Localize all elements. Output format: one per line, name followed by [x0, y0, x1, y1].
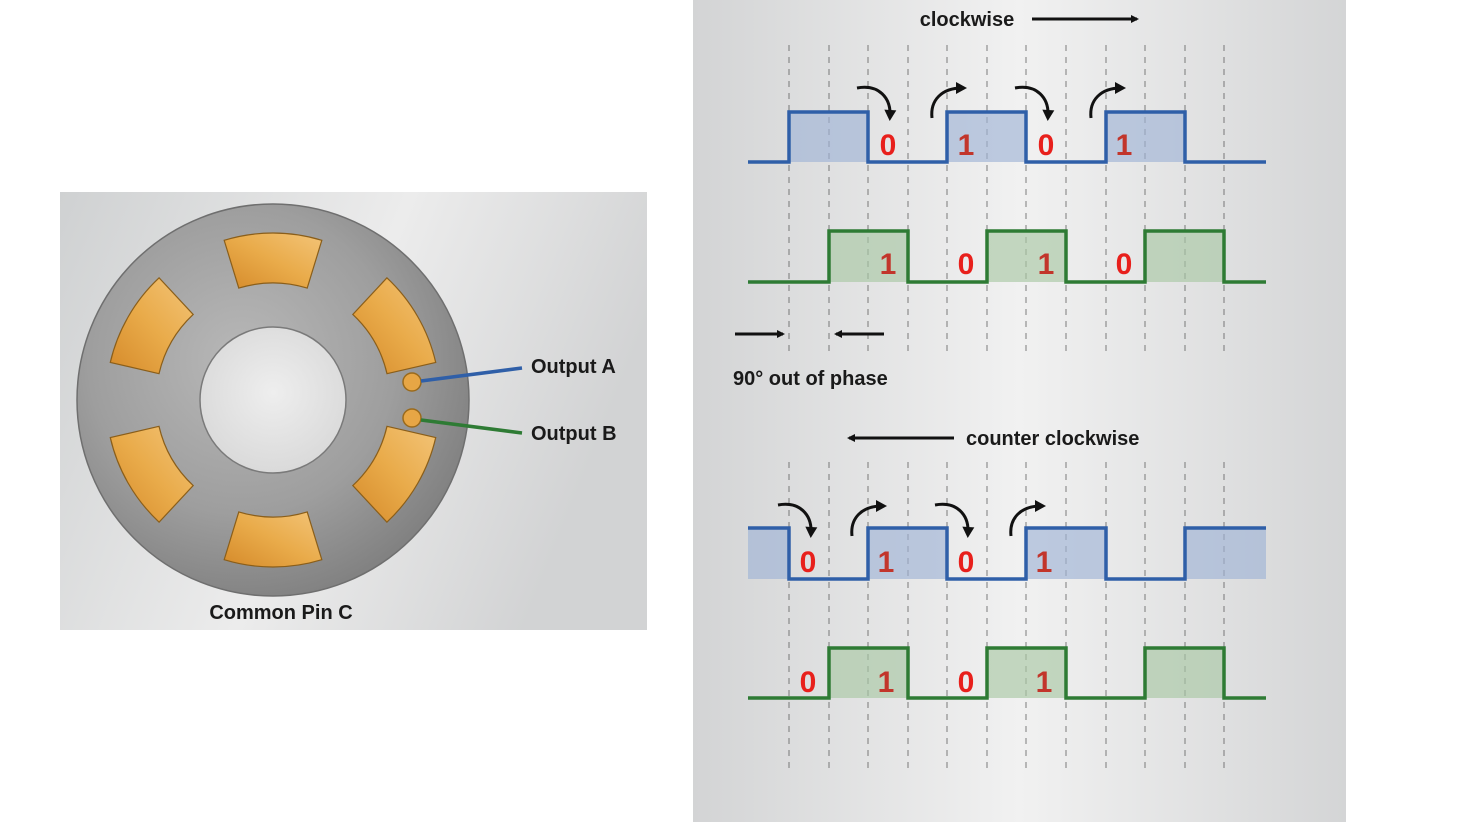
phase-label: 90° out of phase — [733, 368, 888, 390]
bit-label: 1 — [878, 666, 895, 699]
bit-label: 0 — [958, 666, 975, 699]
bit-label: 0 — [1116, 248, 1133, 281]
output-b-label: Output B — [531, 423, 617, 445]
bit-label: 1 — [1038, 248, 1055, 281]
contact-pad — [109, 425, 195, 523]
bit-label: 1 — [878, 546, 895, 579]
contact-pad — [351, 277, 437, 375]
output-a-label: Output A — [531, 356, 616, 378]
common-pin-label: Common Pin C — [209, 602, 352, 624]
contact-pad — [223, 232, 323, 289]
rising-edge-arrow — [1009, 500, 1046, 537]
cw-channel-a-signal — [748, 110, 1266, 164]
bit-label: 0 — [880, 129, 897, 162]
encoder-center-hole — [199, 326, 347, 474]
cw-channel-b-pulse-fill — [987, 231, 1066, 282]
bit-label: 0 — [800, 666, 817, 699]
clockwise-label: clockwise — [920, 9, 1015, 31]
contact-pad — [223, 511, 323, 568]
falling-edge-arrow — [1014, 85, 1055, 121]
ccw-channel-a-pulse-fill — [748, 528, 789, 579]
ccw-channel-a-pulse-fill — [1185, 528, 1266, 579]
output-a-contact — [402, 372, 422, 392]
bit-label: 1 — [958, 129, 975, 162]
ccw-channel-b-pulse-fill — [1145, 648, 1224, 698]
bit-label: 1 — [1036, 666, 1053, 699]
cw-channel-a-pulse-fill — [947, 112, 1026, 162]
contact-pad — [109, 277, 195, 375]
bit-label: 1 — [880, 248, 897, 281]
transition-arrows — [777, 82, 1126, 538]
bit-label: 0 — [800, 546, 817, 579]
bit-label: 0 — [958, 248, 975, 281]
output-b-contact — [402, 408, 422, 428]
cw-channel-b-pulse-fill — [1145, 231, 1224, 282]
cw-channel-a-pulse-fill — [1106, 112, 1185, 162]
cw-channel-a-pulse-fill — [789, 112, 868, 162]
output-a-wire — [420, 366, 523, 383]
bit-label: 0 — [1038, 129, 1055, 162]
bit-label: 1 — [1036, 546, 1053, 579]
ccw-channel-a-pulse-fill — [868, 528, 947, 579]
encoder-panel: Output A Output B Common Pin C — [60, 192, 647, 630]
rising-edge-arrow — [930, 82, 967, 119]
ccw-channel-b-pulse-fill — [987, 648, 1066, 698]
counter-clockwise-label: counter clockwise — [966, 428, 1139, 450]
output-b-wire — [420, 418, 523, 435]
waveforms — [748, 110, 1266, 700]
ccw-channel-a-signal — [748, 526, 1266, 581]
falling-edge-arrow — [934, 502, 975, 538]
ccw-channel-b-signal — [748, 646, 1266, 700]
bit-label: 1 — [1116, 129, 1133, 162]
rising-edge-arrow — [850, 500, 887, 537]
cw-channel-b-signal — [748, 229, 1266, 284]
timing-panel: clockwise 0 1 0 1 1 0 1 0 0 1 0 1 0 1 0 1 90° out of ph… — [693, 0, 1346, 822]
contact-pads — [109, 232, 437, 568]
bit-labels: 0 1 0 1 1 0 1 0 0 1 0 1 0 1 0 1 — [800, 129, 1133, 699]
phase-gridlines — [788, 45, 1225, 772]
falling-edge-arrow — [777, 502, 818, 538]
rising-edge-arrow — [1089, 82, 1126, 119]
falling-edge-arrow — [856, 85, 897, 121]
bit-label: 0 — [958, 546, 975, 579]
contact-pad — [351, 425, 437, 523]
cw-channel-b-pulse-fill — [829, 231, 908, 282]
ccw-channel-a-pulse-fill — [1026, 528, 1106, 579]
ccw-channel-b-pulse-fill — [829, 648, 908, 698]
